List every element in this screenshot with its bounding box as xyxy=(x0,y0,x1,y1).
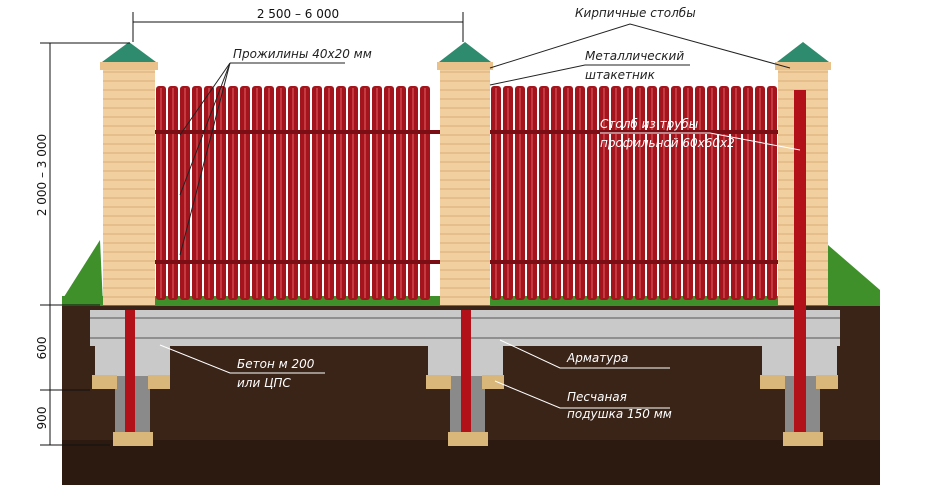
picket-highlight xyxy=(364,88,366,298)
picket-highlight xyxy=(376,88,378,298)
label-picket-1: Металлический xyxy=(585,49,684,63)
picket-highlight xyxy=(747,88,749,298)
picket-highlight xyxy=(328,88,330,298)
picket-highlight xyxy=(699,88,701,298)
picket-highlight xyxy=(184,88,186,298)
height-dimension: 2 000 – 3 000 xyxy=(35,134,49,216)
pillar-cap xyxy=(102,42,156,62)
label-picket-2: штакетник xyxy=(585,68,656,82)
picket-highlight xyxy=(639,88,641,298)
span-dimension: 2 500 – 6 000 xyxy=(257,7,339,21)
label-rails: Прожилины 40х20 мм xyxy=(233,47,372,61)
brick-pillar xyxy=(775,42,831,305)
picket-highlight xyxy=(711,88,713,298)
label-concrete-1: Бетон м 200 xyxy=(237,357,315,371)
picket-highlight xyxy=(519,88,521,298)
picket-highlight xyxy=(495,88,497,298)
picket-highlight xyxy=(531,88,533,298)
picket-highlight xyxy=(304,88,306,298)
picket-highlight xyxy=(316,88,318,298)
brick-pillar xyxy=(437,42,493,305)
picket-highlight xyxy=(232,88,234,298)
picket-highlight xyxy=(244,88,246,298)
picket-highlight xyxy=(627,88,629,298)
label-sand-1: Песчаная xyxy=(567,390,627,404)
label-brick-pillars: Кирпичные столбы xyxy=(575,6,696,20)
leader-lines xyxy=(179,23,791,256)
picket-highlight xyxy=(687,88,689,298)
picket-highlight xyxy=(220,88,222,298)
rails xyxy=(155,130,778,264)
leader-lines-white xyxy=(159,132,801,409)
grass-left xyxy=(62,240,103,305)
picket-highlight xyxy=(507,88,509,298)
soil-shade xyxy=(62,440,880,485)
picket-highlight xyxy=(663,88,665,298)
pillar-cap xyxy=(439,42,491,62)
picket-highlight xyxy=(543,88,545,298)
depth-upper-dimension: 600 xyxy=(35,337,49,360)
pillar-cap-base xyxy=(775,62,831,70)
picket-highlight xyxy=(591,88,593,298)
picket-highlight xyxy=(615,88,617,298)
picket-highlight xyxy=(675,88,677,298)
picket-highlight xyxy=(555,88,557,298)
picket-highlight xyxy=(412,88,414,298)
label-sand-2: подушка 150 мм xyxy=(567,407,672,421)
brick-pillars xyxy=(100,42,831,305)
picket-highlight xyxy=(268,88,270,298)
picket-highlight xyxy=(388,88,390,298)
metal-pickets xyxy=(156,86,777,300)
picket-highlight xyxy=(579,88,581,298)
depth-lower-dimension: 900 xyxy=(35,407,49,430)
picket-highlight xyxy=(567,88,569,298)
dimension-lines xyxy=(40,12,464,446)
picket-highlight xyxy=(352,88,354,298)
label-concrete-2: или ЦПС xyxy=(237,376,291,390)
picket-highlight xyxy=(603,88,605,298)
picket-highlight xyxy=(292,88,294,298)
grass-right xyxy=(828,245,880,305)
label-rebar: Арматура xyxy=(566,351,628,365)
brick-pillar xyxy=(100,42,158,305)
sand-cushions xyxy=(92,375,838,446)
picket-highlight xyxy=(196,88,198,298)
label-post-1: Столб из трубы xyxy=(600,117,698,131)
picket-highlight xyxy=(723,88,725,298)
pillar-cap-base xyxy=(437,62,493,70)
pillar-cap-base xyxy=(100,62,158,70)
picket-highlight xyxy=(172,88,174,298)
picket-highlight xyxy=(735,88,737,298)
picket-highlight xyxy=(280,88,282,298)
picket-highlight xyxy=(340,88,342,298)
picket-highlight xyxy=(771,88,773,298)
picket-highlight xyxy=(651,88,653,298)
steel-posts xyxy=(125,90,806,432)
picket-highlight xyxy=(160,88,162,298)
picket-highlight xyxy=(256,88,258,298)
picket-highlight xyxy=(208,88,210,298)
pillar-cap xyxy=(777,42,829,62)
label-post-2: профильной 60х60х2 xyxy=(600,136,735,150)
picket-highlight xyxy=(400,88,402,298)
picket-highlight xyxy=(424,88,426,298)
picket-highlight xyxy=(759,88,761,298)
